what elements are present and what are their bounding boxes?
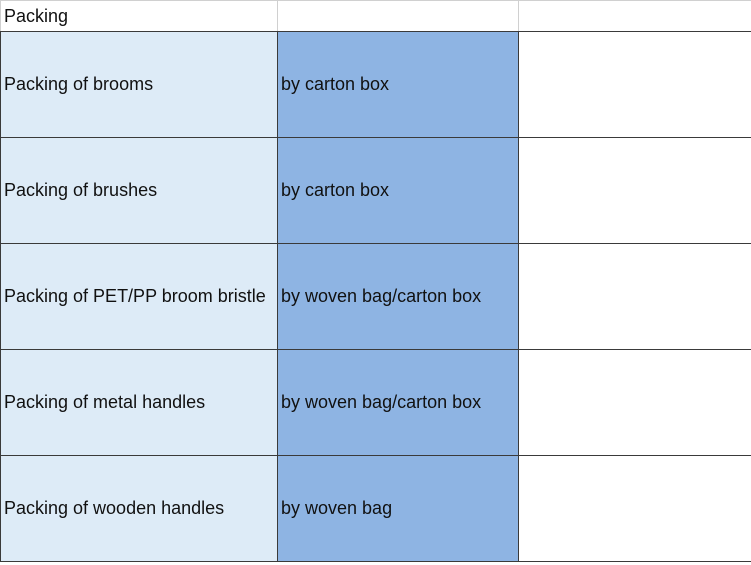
- method-label: by woven bag/carton box: [281, 392, 482, 412]
- item-label: Packing of brushes: [4, 180, 158, 200]
- table-row: Packing of brooms by carton box: [0, 31, 751, 138]
- table-row: Packing of wooden handles by woven bag: [0, 455, 751, 562]
- method-label: by woven bag: [281, 498, 393, 518]
- method-cell[interactable]: by woven bag/carton box: [277, 243, 519, 350]
- header-cell-c[interactable]: [518, 0, 751, 32]
- item-label: Packing of brooms: [4, 74, 154, 94]
- method-label: by woven bag/carton box: [281, 286, 482, 306]
- method-cell[interactable]: by carton box: [277, 137, 519, 244]
- table-title: Packing: [4, 5, 69, 26]
- method-cell[interactable]: by carton box: [277, 31, 519, 138]
- image-cell[interactable]: [518, 455, 751, 562]
- item-cell[interactable]: Packing of brooms: [0, 31, 278, 138]
- table-row: Packing of brushes by carton box: [0, 137, 751, 244]
- item-label: Packing of PET/PP broom bristle: [4, 286, 266, 306]
- method-label: by carton box: [281, 74, 390, 94]
- item-cell[interactable]: Packing of brushes: [0, 137, 278, 244]
- table-row: Packing of metal handles by woven bag/ca…: [0, 349, 751, 456]
- image-cell[interactable]: [518, 349, 751, 456]
- header-cell-a[interactable]: Packing: [0, 0, 278, 32]
- method-cell[interactable]: by woven bag: [277, 455, 519, 562]
- item-cell[interactable]: Packing of PET/PP broom bristle: [0, 243, 278, 350]
- table-row: Packing of PET/PP broom bristle by woven…: [0, 243, 751, 350]
- method-label: by carton box: [281, 180, 390, 200]
- image-cell[interactable]: [518, 31, 751, 138]
- header-cell-b[interactable]: [277, 0, 519, 32]
- item-label: Packing of wooden handles: [4, 498, 225, 518]
- item-cell[interactable]: Packing of wooden handles: [0, 455, 278, 562]
- item-label: Packing of metal handles: [4, 392, 206, 412]
- method-cell[interactable]: by woven bag/carton box: [277, 349, 519, 456]
- image-cell[interactable]: [518, 243, 751, 350]
- header-row: Packing: [0, 0, 751, 32]
- item-cell[interactable]: Packing of metal handles: [0, 349, 278, 456]
- image-cell[interactable]: [518, 137, 751, 244]
